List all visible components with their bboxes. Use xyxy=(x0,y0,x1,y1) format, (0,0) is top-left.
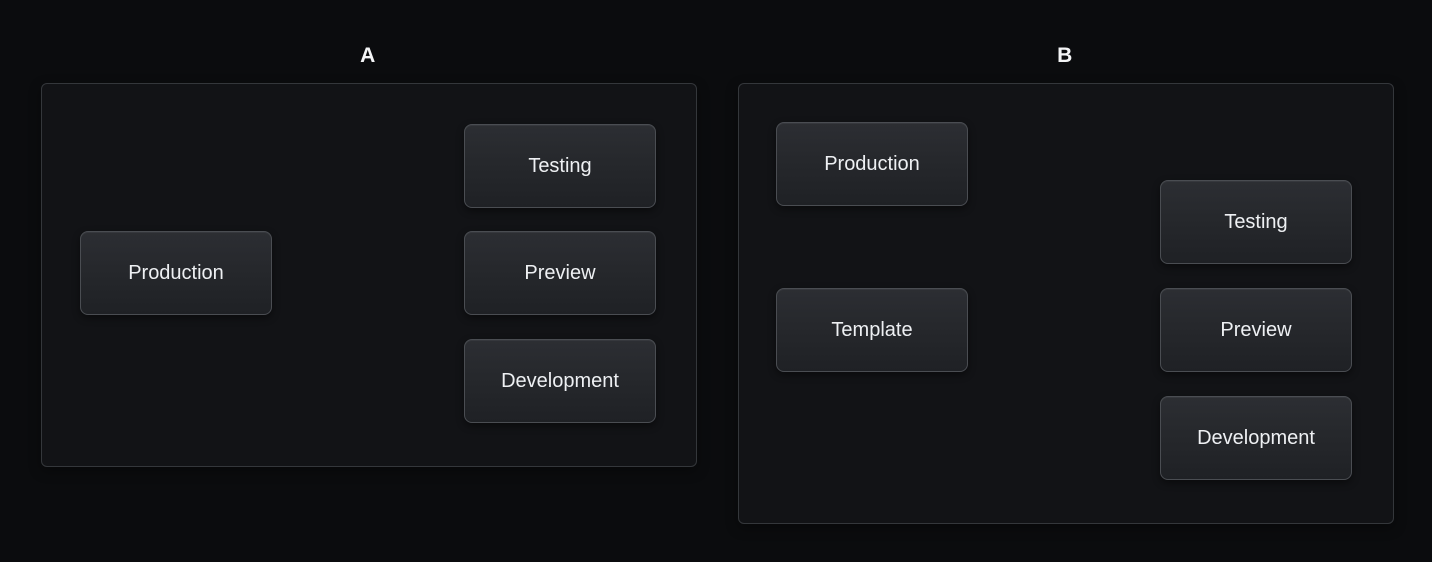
node-preview: Preview xyxy=(1160,288,1352,372)
node-production: Production xyxy=(80,231,272,315)
node-template: Template xyxy=(776,288,968,372)
node-development: Development xyxy=(1160,396,1352,480)
node-testing: Testing xyxy=(464,124,656,208)
diagram-b-label: B xyxy=(1057,44,1073,67)
diagram-a-label: A xyxy=(360,44,376,67)
node-development: Development xyxy=(464,339,656,423)
node-production: Production xyxy=(776,122,968,206)
node-preview: Preview xyxy=(464,231,656,315)
node-testing: Testing xyxy=(1160,180,1352,264)
